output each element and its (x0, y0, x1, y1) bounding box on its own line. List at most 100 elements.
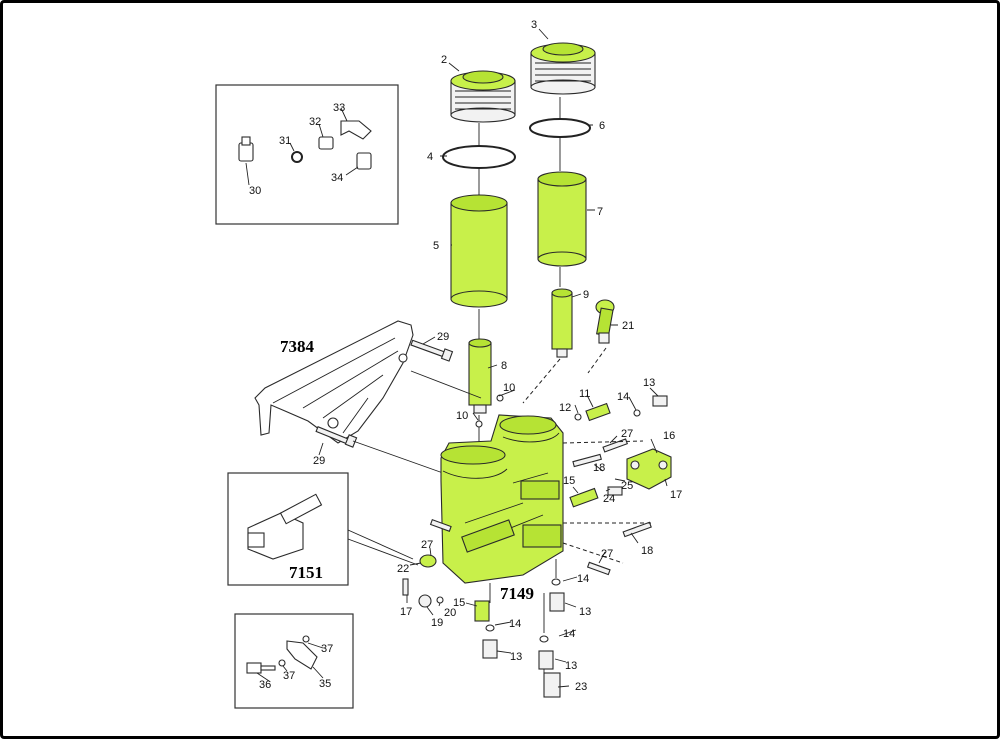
callout-27-lower: 27 (601, 548, 613, 560)
washer-37-lower (278, 659, 286, 667)
cap-19 (418, 594, 432, 608)
callout-35: 35 (319, 678, 331, 690)
sensor-housing-16 (626, 448, 672, 490)
sensor-7151 (247, 493, 323, 560)
callout-34: 34 (331, 172, 343, 184)
callout-19: 19 (431, 617, 443, 629)
washer-14-lower-right (539, 635, 549, 643)
valve-21 (595, 299, 615, 344)
callout-7: 7 (597, 206, 603, 218)
washer-14-right (633, 409, 641, 417)
callout-20: 20 (444, 607, 456, 619)
callout-15-right: 15 (563, 475, 575, 487)
callout-4: 4 (427, 151, 433, 163)
callout-29-lower: 29 (313, 455, 325, 467)
fitting-24 (607, 486, 623, 496)
plug-13-right (652, 395, 668, 407)
fitting-30 (238, 136, 254, 162)
assembly-7151-label: 7151 (289, 563, 323, 582)
o-ring-4 (442, 145, 516, 169)
callout-32: 32 (309, 116, 321, 128)
callout-10-lower: 10 (456, 410, 468, 422)
callout-29-upper: 29 (437, 331, 449, 343)
washer-14-center (551, 578, 561, 586)
washer-14-lower-left (485, 624, 495, 632)
callout-6: 6 (599, 120, 605, 132)
bolt-18-lower (622, 521, 652, 538)
assembly-7384-label: 7384 (280, 337, 315, 356)
callout-11: 11 (579, 388, 590, 400)
bolt-29-upper (410, 339, 454, 362)
standpipe-9 (551, 288, 573, 358)
plug-13-lower-right (538, 650, 554, 670)
bolt-29-lower (315, 426, 358, 448)
bolt-27-right (602, 438, 629, 453)
fitting-23 (543, 672, 561, 698)
cap-34 (356, 152, 372, 170)
filter-cap-2 (450, 70, 516, 123)
fitting-11 (585, 402, 611, 422)
seal-20 (436, 596, 444, 604)
filter-cap-3 (530, 42, 596, 95)
callout-31: 31 (279, 135, 291, 147)
plug-13-center (549, 592, 565, 612)
callout-3: 3 (531, 19, 537, 31)
exploded-parts-diagram: 2 3 4 5 6 7 8 9 10 10 11 12 13 13 13 13 … (215, 19, 682, 709)
o-ring-6 (529, 118, 591, 138)
adapter-32 (318, 136, 334, 150)
callout-15-lower: 15 (453, 597, 465, 609)
callout-17-right: 17 (670, 489, 682, 501)
callout-13-lower-left: 13 (510, 651, 522, 663)
washer-37-upper (302, 635, 310, 643)
callout-10-upper: 10 (503, 382, 515, 394)
callout-9: 9 (583, 289, 589, 301)
callout-16: 16 (663, 430, 675, 442)
o-ring-31 (291, 151, 303, 163)
fitting-15-right (569, 487, 599, 508)
inset-box-sensor (234, 613, 354, 709)
bolt-36-shank (260, 665, 276, 671)
connector-35 (286, 640, 318, 670)
callout-14-right: 14 (617, 391, 629, 403)
callout-5: 5 (433, 240, 439, 252)
callout-17-left: 17 (400, 606, 412, 618)
filter-housing-7149 (440, 414, 564, 584)
callout-27-right: 27 (621, 428, 633, 440)
callout-37-upper: 37 (321, 643, 333, 655)
plug-22 (419, 554, 437, 568)
callout-14-lower-left: 14 (509, 618, 521, 630)
callout-24: 24 (603, 493, 615, 505)
standpipe-8 (468, 338, 492, 414)
washer-10-upper (496, 394, 504, 402)
callout-18-lower: 18 (641, 545, 653, 557)
callout-37-lower: 37 (283, 670, 295, 682)
callout-13-lower-right: 13 (565, 660, 577, 672)
plug-13-lower-left (482, 639, 498, 659)
callout-2: 2 (441, 54, 447, 66)
callout-30: 30 (249, 185, 261, 197)
callout-14-center: 14 (577, 573, 589, 585)
callout-25: 25 (621, 480, 633, 492)
callout-13-center: 13 (579, 606, 591, 618)
callout-14-lower-right: 14 (563, 628, 575, 640)
callout-13-right: 13 (643, 377, 655, 389)
callout-8: 8 (501, 360, 507, 372)
bolt-17-left (402, 578, 409, 596)
fitting-15-lower (474, 600, 490, 622)
callout-22: 22 (397, 563, 409, 575)
bolt-27-lower (586, 561, 611, 576)
washer-12 (574, 413, 582, 421)
callout-23: 23 (575, 681, 587, 693)
callout-27-left: 27 (421, 539, 433, 551)
callout-33: 33 (333, 102, 345, 114)
elbow-33 (340, 120, 372, 140)
filter-element-5 (450, 194, 508, 308)
callout-18-upper: 18 (593, 462, 605, 474)
assembly-7149-label: 7149 (500, 584, 534, 603)
filter-element-7 (537, 171, 587, 267)
mounting-bracket (254, 320, 414, 444)
washer-10-lower (475, 420, 483, 428)
bolt-27-left (429, 518, 452, 532)
bolt-18-upper (572, 453, 602, 468)
callout-36: 36 (259, 679, 271, 691)
